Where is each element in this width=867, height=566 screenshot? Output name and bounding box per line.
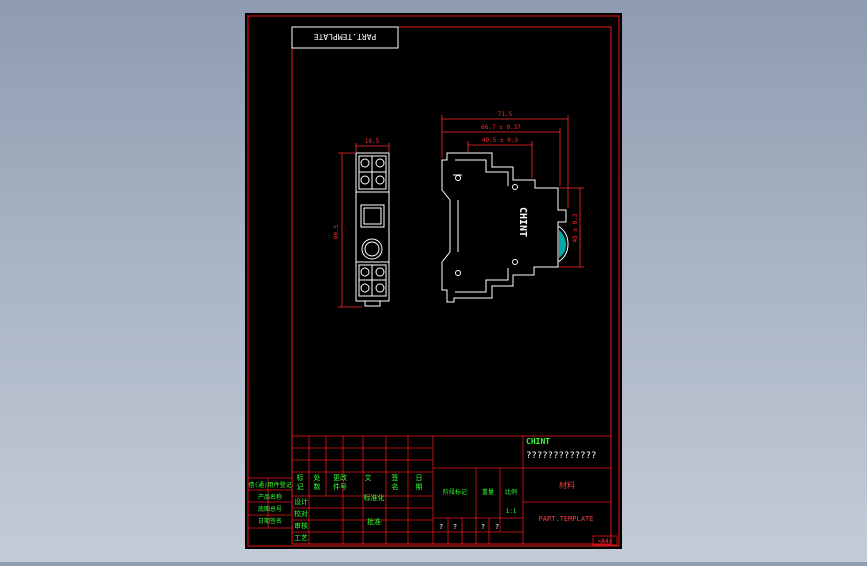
company-logo-text: CHINT: [526, 437, 550, 446]
revision-subheader-0: 记: [297, 483, 304, 491]
revision-subheader-5: 期: [416, 483, 423, 491]
signature-row-3: 工艺: [294, 534, 308, 542]
front-view-dimensions: [338, 143, 390, 308]
revision-header-4: 签: [392, 473, 399, 482]
front-height-dim: 90.5: [333, 224, 340, 239]
side-view-dimensions: [441, 115, 584, 268]
left-table-cell-0: 借(通)用件登记: [248, 481, 291, 489]
revision-subheader-4: 名: [392, 482, 399, 491]
left-table-cell-3: 日期签名: [258, 517, 282, 525]
side-view-outline: [441, 152, 567, 303]
outer-frame: [247, 15, 620, 547]
stage-label-1: 重量: [482, 488, 494, 496]
stage-qmark-0: ?: [439, 523, 443, 531]
stage-label-2: 比例: [505, 488, 517, 496]
stage-qmark-3: ?: [495, 523, 499, 531]
side-view: [441, 152, 569, 303]
front-view: [355, 152, 390, 307]
front-view-indicator: [361, 238, 383, 260]
dim-right: 45 ± 0.3: [572, 213, 579, 242]
drawing-sheet: [245, 13, 622, 549]
stage-qmark-1: ?: [453, 523, 457, 531]
revision-header-0: 标: [297, 473, 304, 482]
revision-header-5: 日: [416, 474, 423, 482]
revision-subheader-1: 数: [314, 482, 321, 491]
front-width-dim: 18.5: [365, 138, 380, 145]
front-view-body: [355, 152, 390, 302]
standardization-label-0: 标准化: [364, 493, 385, 502]
stage-qmarks: ????: [439, 523, 499, 531]
left-table-cell-1: 产品名称: [258, 493, 282, 501]
revision-header-2: 更改: [333, 473, 347, 482]
header-tag-text: PART.TEMPLATE: [314, 32, 377, 41]
side-view-indicator: [559, 230, 566, 258]
revision-subheader-2: 件号: [333, 482, 347, 491]
front-view-window: [360, 204, 385, 228]
signature-row-1: 校对: [294, 509, 308, 518]
left-table-cell-2: 底图总号: [258, 505, 282, 513]
revision-header-1: 处: [314, 473, 321, 482]
dim-overall: 71.5: [498, 111, 513, 118]
dim-third: 49.5 ± 0.3: [482, 137, 519, 144]
signature-row-2: 审核: [294, 521, 308, 530]
standardization-label-1: 批准: [367, 517, 381, 526]
stage-label-0: 阶段标记: [443, 488, 467, 496]
title-block-grid: [247, 435, 618, 546]
stage-qmark-2: ?: [481, 523, 485, 531]
template-name: PART.TEMPLATE: [539, 515, 594, 523]
stage-labels: 阶段标记 重量 比例: [443, 488, 517, 496]
revision-header-3: 文: [365, 473, 372, 482]
scale-value: 1:1: [506, 508, 517, 515]
side-view-brand: CHINT: [517, 207, 528, 237]
dim-second: 66.7 ± 0.37: [481, 124, 521, 131]
header-tag-box: [291, 26, 399, 49]
corner-mark: <A4>: [598, 538, 613, 545]
part-number: ?????????????: [526, 451, 596, 461]
signature-row-0: 设计: [294, 497, 308, 506]
material-label: 材料: [559, 480, 575, 490]
